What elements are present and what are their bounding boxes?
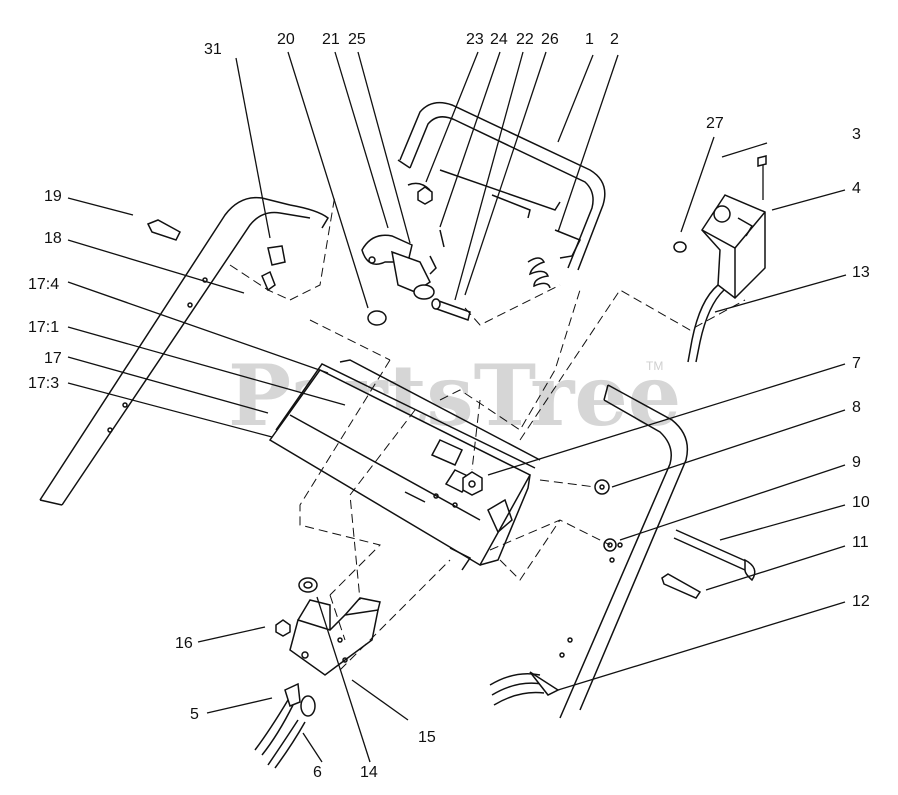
callout-label: 5 (190, 706, 199, 723)
callout-label: 26 (541, 31, 559, 48)
callout-label: 6 (313, 764, 322, 781)
callout-label: 25 (348, 31, 366, 48)
callout-label: 15 (418, 729, 436, 746)
callout-label: 12 (852, 593, 870, 610)
nut-23 (417, 186, 433, 205)
callout-label: 24 (490, 31, 508, 48)
switch-box (701, 194, 766, 299)
callout-label: 10 (852, 494, 870, 511)
callout-label: 27 (706, 115, 724, 132)
clip (673, 241, 687, 253)
callout-label: 18 (44, 230, 62, 247)
callout-label: 3 (852, 126, 861, 143)
callout-label: 2 (610, 31, 619, 48)
callout-label: 16 (175, 635, 193, 652)
bolts-left (146, 219, 286, 292)
nut-part (462, 471, 483, 496)
power-cord (687, 284, 719, 363)
callout-label: 11 (852, 534, 869, 551)
callout-label: 13 (852, 264, 870, 281)
washer-8 (594, 479, 610, 495)
callout-label: 21 (322, 31, 340, 48)
callout-label: 7 (852, 355, 861, 372)
nut-16 (275, 619, 291, 637)
callout-label: 4 (852, 180, 861, 197)
callout-label: 22 (516, 31, 534, 48)
callout-label: 20 (277, 31, 295, 48)
callout-label: 17:3 (28, 375, 59, 392)
ring-part (367, 310, 387, 326)
callout-label: 14 (360, 764, 378, 781)
watermark-trademark: TM (646, 359, 663, 373)
carriage-bolt (673, 529, 756, 582)
latch-assembly (361, 234, 437, 300)
bracket (289, 597, 381, 676)
callout-label: 23 (466, 31, 484, 48)
cable-bundle (489, 671, 560, 706)
screw (757, 155, 767, 167)
callout-label: 9 (852, 454, 861, 471)
callout-label: 17:1 (28, 319, 59, 336)
cable-ends (254, 682, 316, 769)
callout-label: 19 (44, 188, 62, 205)
leader-lines (67, 51, 847, 763)
callout-label: 31 (204, 41, 222, 58)
pin-24 (439, 229, 445, 248)
pin-26 (431, 298, 471, 321)
handle-right (559, 384, 689, 719)
bolt-11 (661, 573, 702, 599)
upper-handle-top (397, 101, 606, 271)
callout-label: 17 (44, 350, 62, 367)
callout-label: 1 (585, 31, 594, 48)
bushing (298, 577, 318, 593)
callout-label: 17:4 (28, 276, 59, 293)
spring (527, 229, 582, 289)
control-panel (268, 359, 541, 571)
assembly-lines (229, 194, 746, 671)
callout-label: 8 (852, 399, 861, 416)
callout-labels: 1 2 3 4 5 6 7 8 9 10 11 12 13 14 15 16 1… (28, 31, 870, 781)
